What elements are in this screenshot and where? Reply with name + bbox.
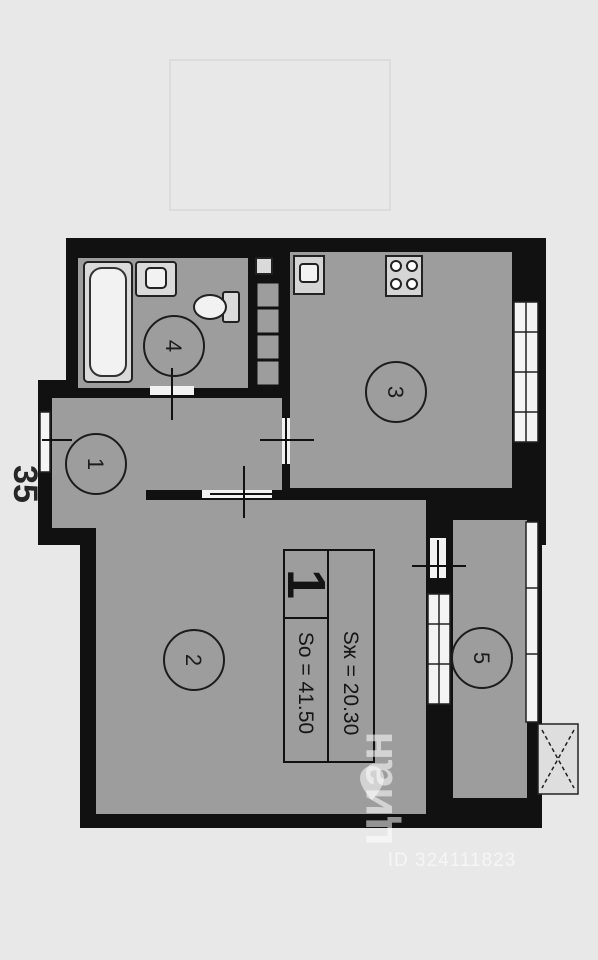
- ventilation-box: [537, 723, 579, 795]
- living-area-label: Sж = 20.30: [339, 631, 362, 736]
- svg-text:1: 1: [83, 458, 108, 470]
- dimension-label: 35: [6, 465, 44, 503]
- room-marker-2: 2: [163, 629, 225, 691]
- svg-text:4: 4: [161, 340, 186, 352]
- closet: [254, 280, 282, 388]
- room-marker-4: 4: [143, 315, 205, 377]
- area-summary-table: 1 Sж = 20.30 So = 41.50: [276, 549, 375, 763]
- stove-icon: [385, 255, 423, 297]
- svg-text:3: 3: [383, 386, 408, 398]
- bathroom-fixtures: [83, 257, 273, 383]
- faint-show-through: [169, 59, 391, 211]
- location-pin-icon: [360, 766, 384, 800]
- svg-text:2: 2: [181, 654, 206, 666]
- entrance-door-gap: [39, 411, 51, 473]
- room-marker-5: 5: [451, 627, 513, 689]
- room-marker-3: 3: [365, 361, 427, 423]
- room-labels: 1 2 3 4 5: [65, 315, 513, 691]
- water-heater-icon: [255, 257, 273, 275]
- cian-watermark: циан ID 324111823: [350, 731, 517, 871]
- windows: [39, 301, 539, 723]
- room-count-label: 1: [276, 569, 336, 599]
- total-area-label: So = 41.50: [294, 632, 317, 734]
- kitchen-fixtures: [293, 255, 423, 297]
- doors: [42, 368, 466, 590]
- room-marker-1: 1: [65, 433, 127, 495]
- watermark-brand: циан: [350, 731, 403, 846]
- watermark-id: ID 324111823: [388, 850, 517, 871]
- toilet-icon: [193, 291, 240, 323]
- svg-text:5: 5: [469, 652, 494, 664]
- loggia-glazing: [525, 521, 539, 723]
